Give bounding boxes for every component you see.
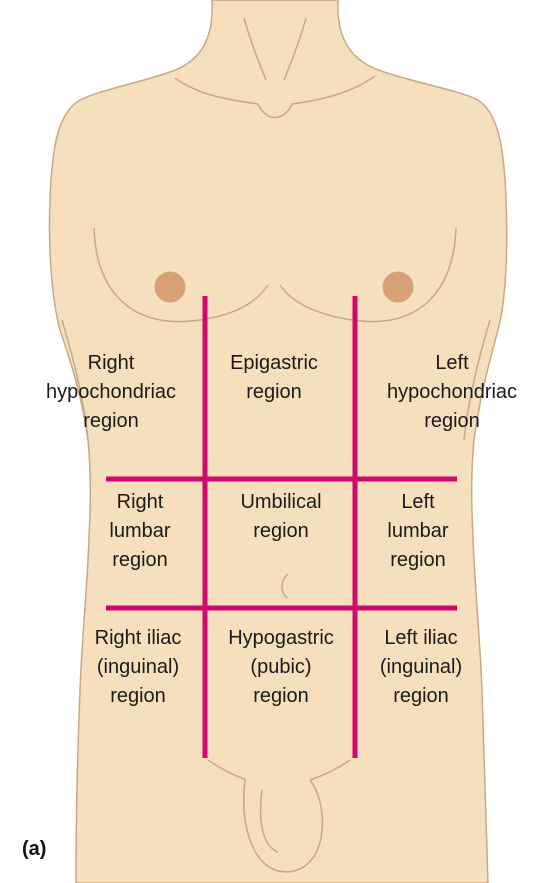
- nipple-right: [383, 272, 413, 302]
- label-left-hypochondriac: Left hypochondriac region: [367, 349, 537, 436]
- label-left-lumbar: Left lumbar region: [333, 488, 503, 575]
- nipple-left: [155, 272, 185, 302]
- label-epigastric: Epigastric region: [189, 349, 359, 407]
- torso-body: [49, 0, 506, 883]
- label-left-iliac: Left iliac (inguinal) region: [336, 624, 506, 711]
- panel-label: (a): [22, 838, 46, 861]
- label-right-hypochondriac: Right hypochondriac region: [26, 349, 196, 436]
